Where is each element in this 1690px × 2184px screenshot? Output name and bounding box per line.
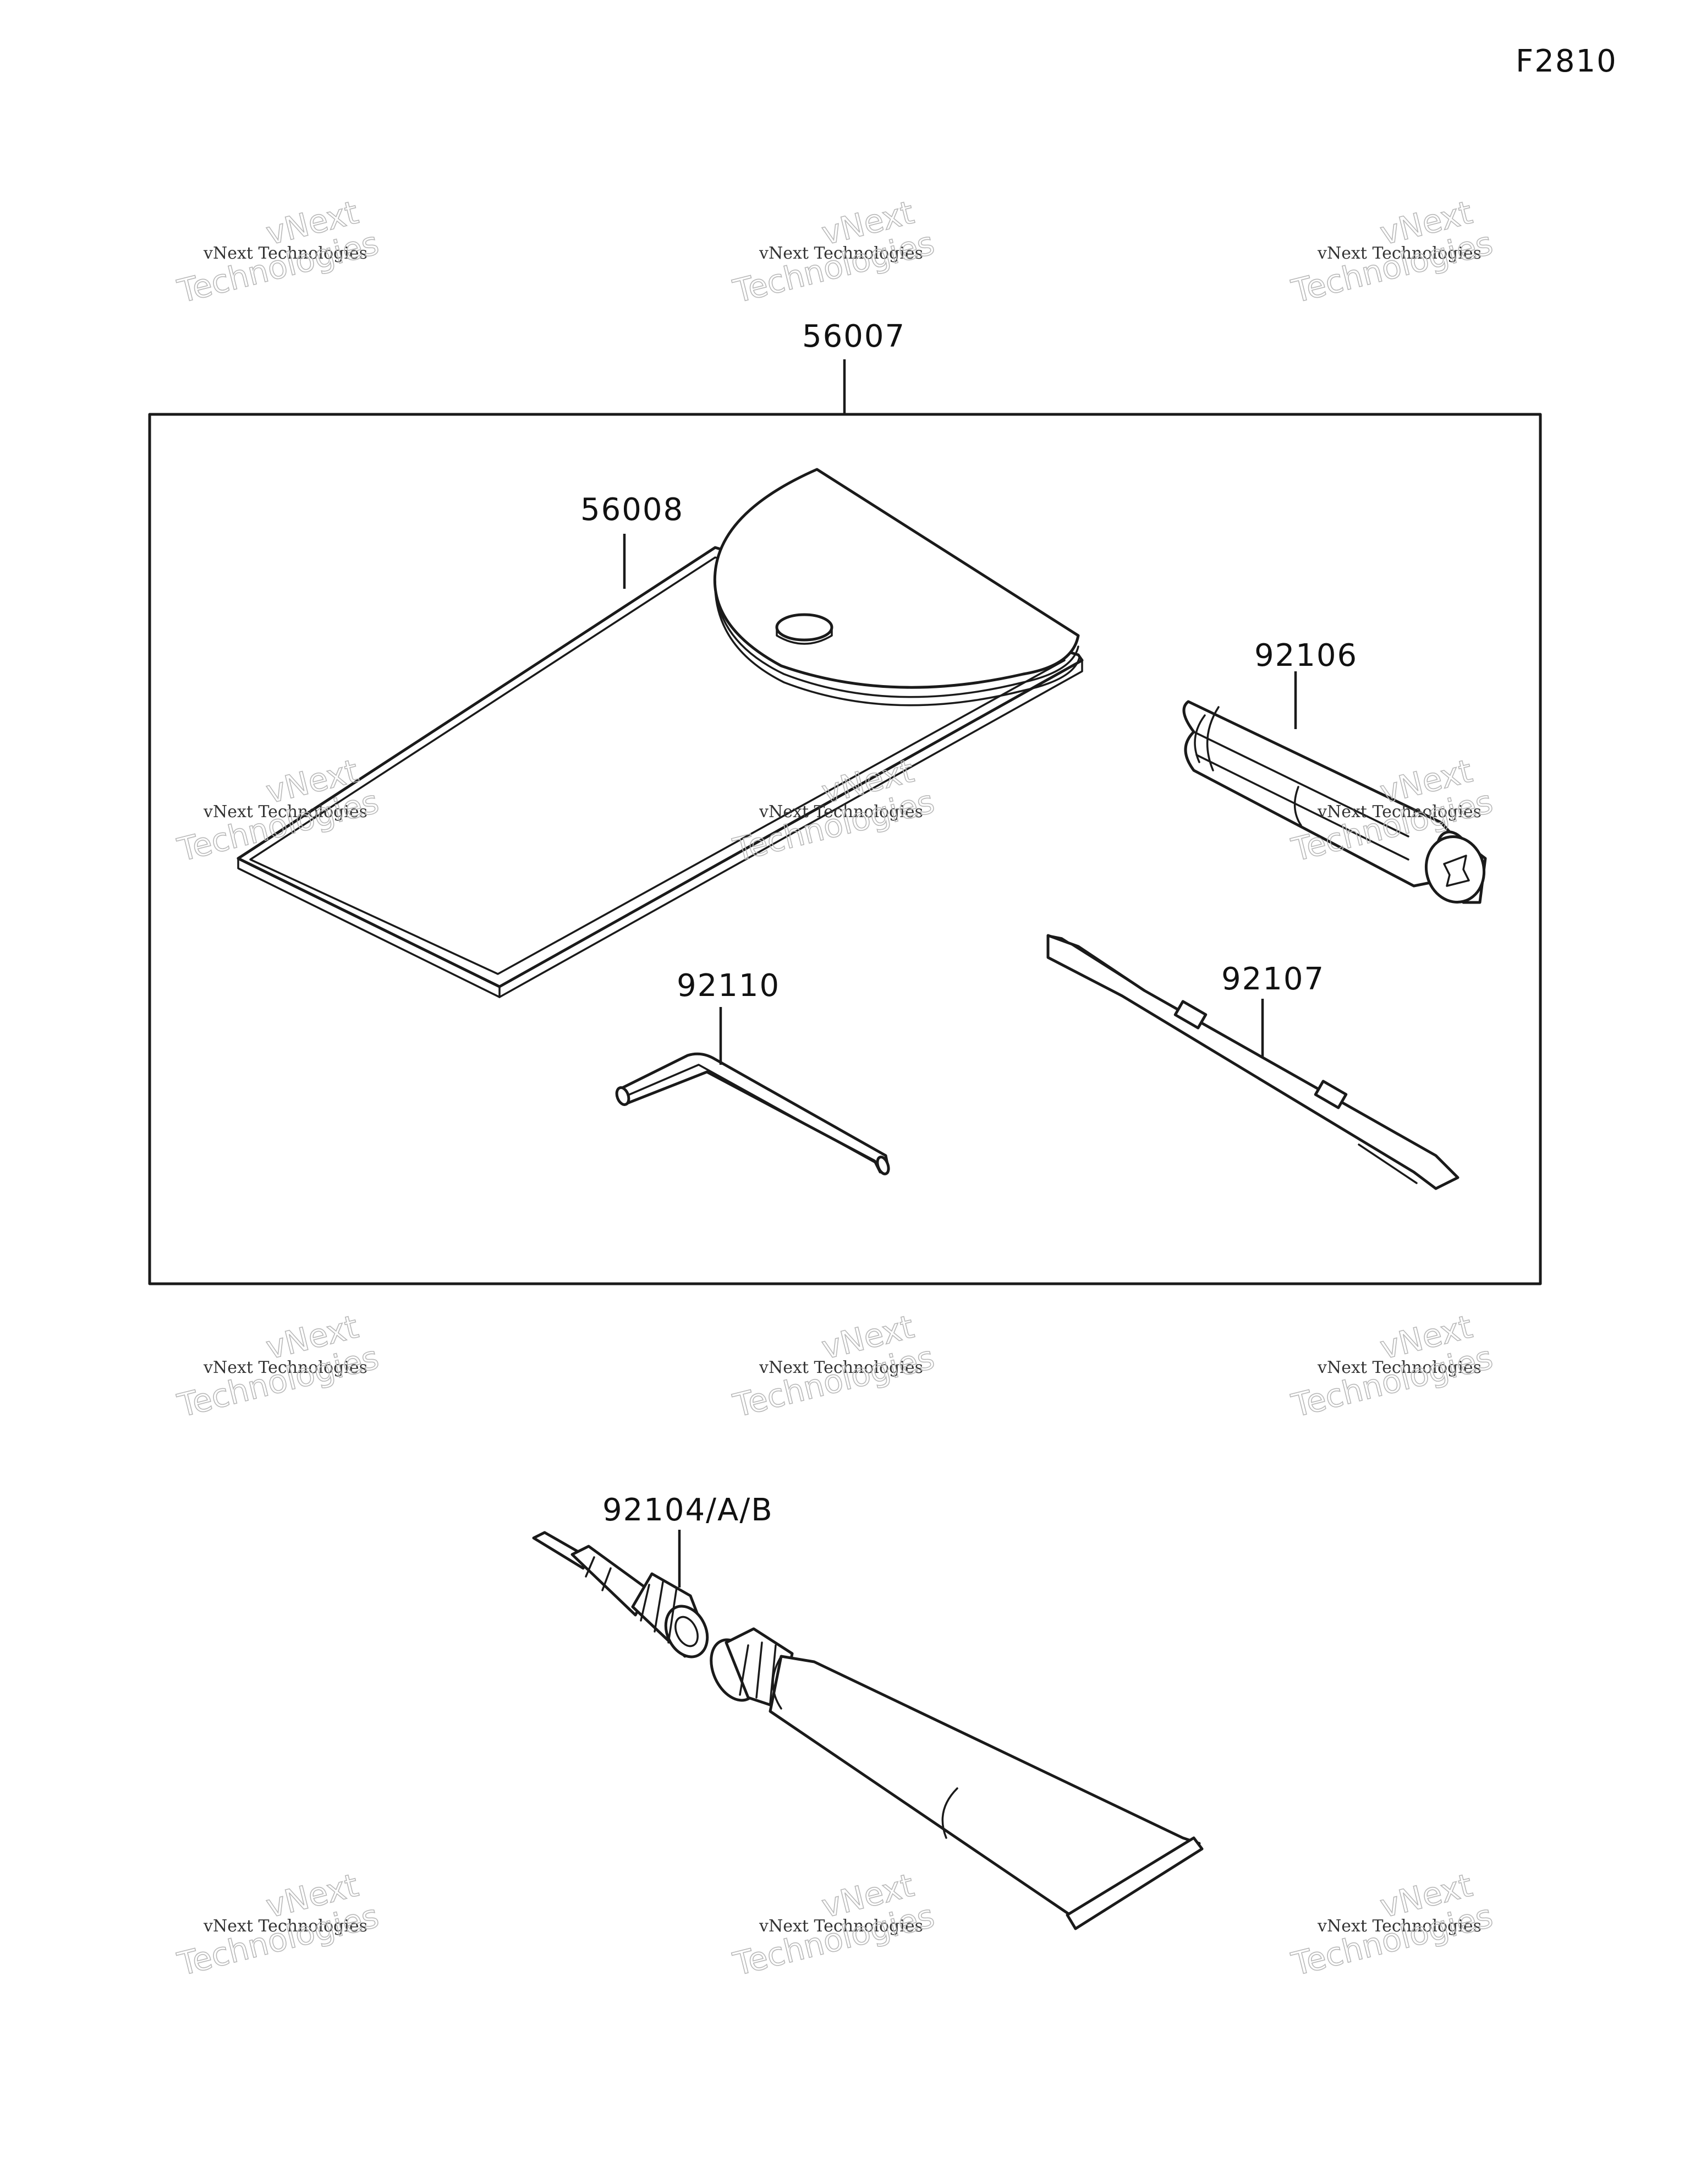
label-tool-kit[interactable]: 56007 <box>802 319 906 354</box>
svg-text:vNext Technologies: vNext Technologies <box>759 244 923 263</box>
svg-text:vNext Technologies: vNext Technologies <box>203 1917 367 1936</box>
watermark-r1c1: vNext Technologies vNext Technologies <box>173 193 383 311</box>
watermark-r4c2: vNext Technologies vNext Technologies <box>729 1866 939 1984</box>
watermark-r1c3: vNext Technologies vNext Technologies <box>1287 193 1497 311</box>
label-tool-bag[interactable]: 56008 <box>580 492 684 528</box>
label-grease-tube[interactable]: 92104/A/B <box>602 1492 773 1528</box>
watermark-r4c1: vNext Technologies vNext Technologies <box>173 1866 383 1984</box>
label-screwdriver[interactable]: 92107 <box>1221 961 1325 997</box>
grease-tube[interactable] <box>532 1530 1204 1930</box>
figure-code: F2810 <box>1516 43 1617 79</box>
watermark-r4c3: vNext Technologies vNext Technologies <box>1287 1866 1497 1984</box>
svg-text:vNext Technologies: vNext Technologies <box>1317 1358 1482 1377</box>
hex-wrench[interactable] <box>614 1007 891 1175</box>
svg-text:vNext Technologies: vNext Technologies <box>759 802 923 822</box>
watermark-r3c2: vNext Technologies vNext Technologies <box>729 1307 939 1425</box>
svg-text:vNext Technologies: vNext Technologies <box>1317 244 1482 263</box>
tool-bag[interactable] <box>237 468 1084 998</box>
svg-text:vNext Technologies: vNext Technologies <box>203 244 367 263</box>
svg-text:vNext Technologies: vNext Technologies <box>1317 802 1482 822</box>
watermark-r3c1: vNext Technologies vNext Technologies <box>173 1307 383 1425</box>
watermark-r3c3: vNext Technologies vNext Technologies <box>1287 1307 1497 1425</box>
svg-text:vNext Technologies: vNext Technologies <box>203 802 367 822</box>
watermark-r1c2: vNext Technologies vNext Technologies <box>729 193 939 311</box>
svg-text:vNext Technologies: vNext Technologies <box>203 1358 367 1377</box>
svg-text:vNext Technologies: vNext Technologies <box>1317 1917 1482 1936</box>
svg-text:vNext Technologies: vNext Technologies <box>759 1917 923 1936</box>
label-handle[interactable]: 92106 <box>1254 638 1358 674</box>
handle[interactable] <box>1182 671 1491 908</box>
label-hex-wrench[interactable]: 92110 <box>677 968 780 1004</box>
svg-text:vNext Technologies: vNext Technologies <box>759 1358 923 1377</box>
screwdriver[interactable] <box>1046 934 1459 1190</box>
